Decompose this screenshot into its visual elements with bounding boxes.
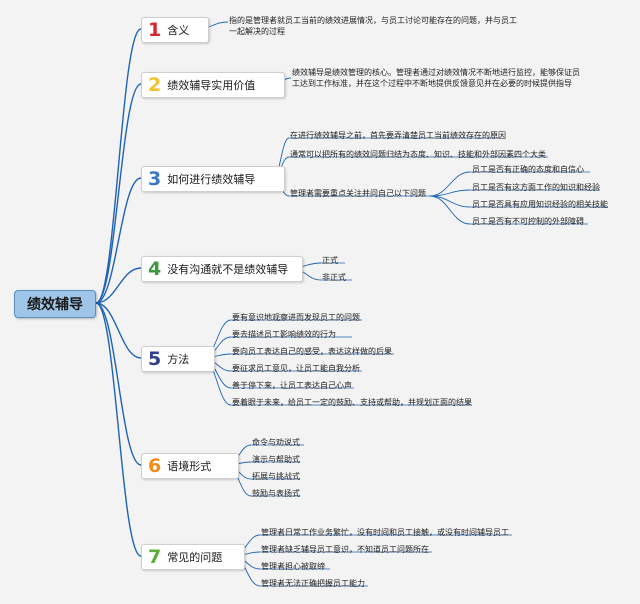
leaf-how-sub-3: 员工是否具有应用知识经验的相关技能 [472,200,608,209]
leaf-context-2: 演示与帮助式 [252,455,300,464]
leaf-method-2: 要去描述员工影响绩效的行为 [232,330,336,339]
branch-context[interactable]: 6 语境形式 [141,453,239,479]
leaf-method-4: 要征求员工意见，让员工能自我分析 [232,364,360,373]
leaf-how-2: 通常可以把所有的绩效问题归结为态度、知识、技能和外部因素四个大类 [290,150,546,159]
branch-label: 没有沟通就不是绩效辅导 [167,263,289,276]
root-connector [95,177,142,304]
branch-number: 7 [148,545,162,568]
leaf-comm-2: 非正式 [322,273,346,282]
leaf-how-sub-1: 员工是否有正确的态度和自信心 [472,165,584,174]
leaf-connector [429,195,471,208]
branch-problems[interactable]: 7 常见的问题 [141,544,245,570]
root-connector [95,302,142,466]
leaf-problem-3: 管理者担心被取缔 [261,562,325,571]
leaf-how-sub-2: 员工是否有这方面工作的知识和经验 [472,183,600,192]
root-connector [95,302,142,557]
branch-label: 如何进行绩效辅导 [167,173,256,186]
branch-label: 语境形式 [167,460,212,473]
root-connector [95,28,142,304]
leaf-problem-2: 管理者缺乏辅导员工意识，不知道员工问题所在 [261,545,429,554]
branch-label: 常见的问题 [167,551,223,564]
leaf-comm-1: 正式 [322,256,338,265]
leaf-context-3: 拓展与挑战式 [252,472,300,481]
leaf-method-3: 要向员工表达自己的感受，表达这样做的后果 [232,347,392,356]
branch-number: 4 [148,257,162,280]
branch-number: 2 [148,73,162,96]
branch-number: 1 [148,18,162,41]
root-connector [95,267,142,304]
leaf-method-6: 要着眼于未来，给员工一定的鼓励、支持或帮助，并规划正面的结果 [232,398,472,407]
branch-value[interactable]: 2 绩效辅导实用价值 [141,72,285,98]
leaf-problem-1: 管理者日常工作业务繁忙，没有时间和员工接触，或没有时间辅导员工 [261,528,509,537]
leaf-how-1: 在进行绩效辅导之前，首先要弄清楚员工当前绩效存在的原因 [290,131,506,140]
leaf-value: 绩效辅导是绩效管理的核心。管理者通过对绩效情况不断地进行监控，能够保证员工达到工… [292,68,580,88]
leaf-method-5: 善于停下来，让员工表达自己心声 [232,381,352,390]
leaf-problem-4: 管理者无法正确把握员工能力 [261,579,365,588]
branch-communication[interactable]: 4 没有沟通就不是绩效辅导 [141,256,303,282]
branch-meaning[interactable]: 1 含义 [141,17,209,43]
root-connector [95,302,142,359]
branch-number: 3 [148,167,162,190]
root-node[interactable]: 绩效辅导 [14,290,96,318]
branch-methods[interactable]: 5 方法 [141,346,215,372]
leaf-context-1: 命令与劝说式 [252,438,300,447]
leaf-connector [429,195,471,225]
leaf-how-sub-4: 员工是否有不可控制的外部障碍 [472,217,584,226]
leaf-method-1: 要有意识地观察进而发现员工的问题 [232,313,360,322]
branch-label: 含义 [167,24,190,37]
leaf-how-3: 管理者需要重点关注并问自己以下问题 [290,189,426,198]
root-connector [95,83,142,304]
leaf-connector [429,171,471,197]
branch-number: 6 [148,454,162,477]
leaf-context-4: 鼓励与表扬式 [252,489,300,498]
branch-label: 绩效辅导实用价值 [167,79,256,92]
branch-number: 5 [148,347,162,370]
leaf-meaning: 指的是管理者就员工当前的绩效进展情况，与员工讨论可能存在的问题，并与员工一起解决… [229,16,517,36]
branch-how[interactable]: 3 如何进行绩效辅导 [141,166,285,192]
branch-label: 方法 [167,353,190,366]
